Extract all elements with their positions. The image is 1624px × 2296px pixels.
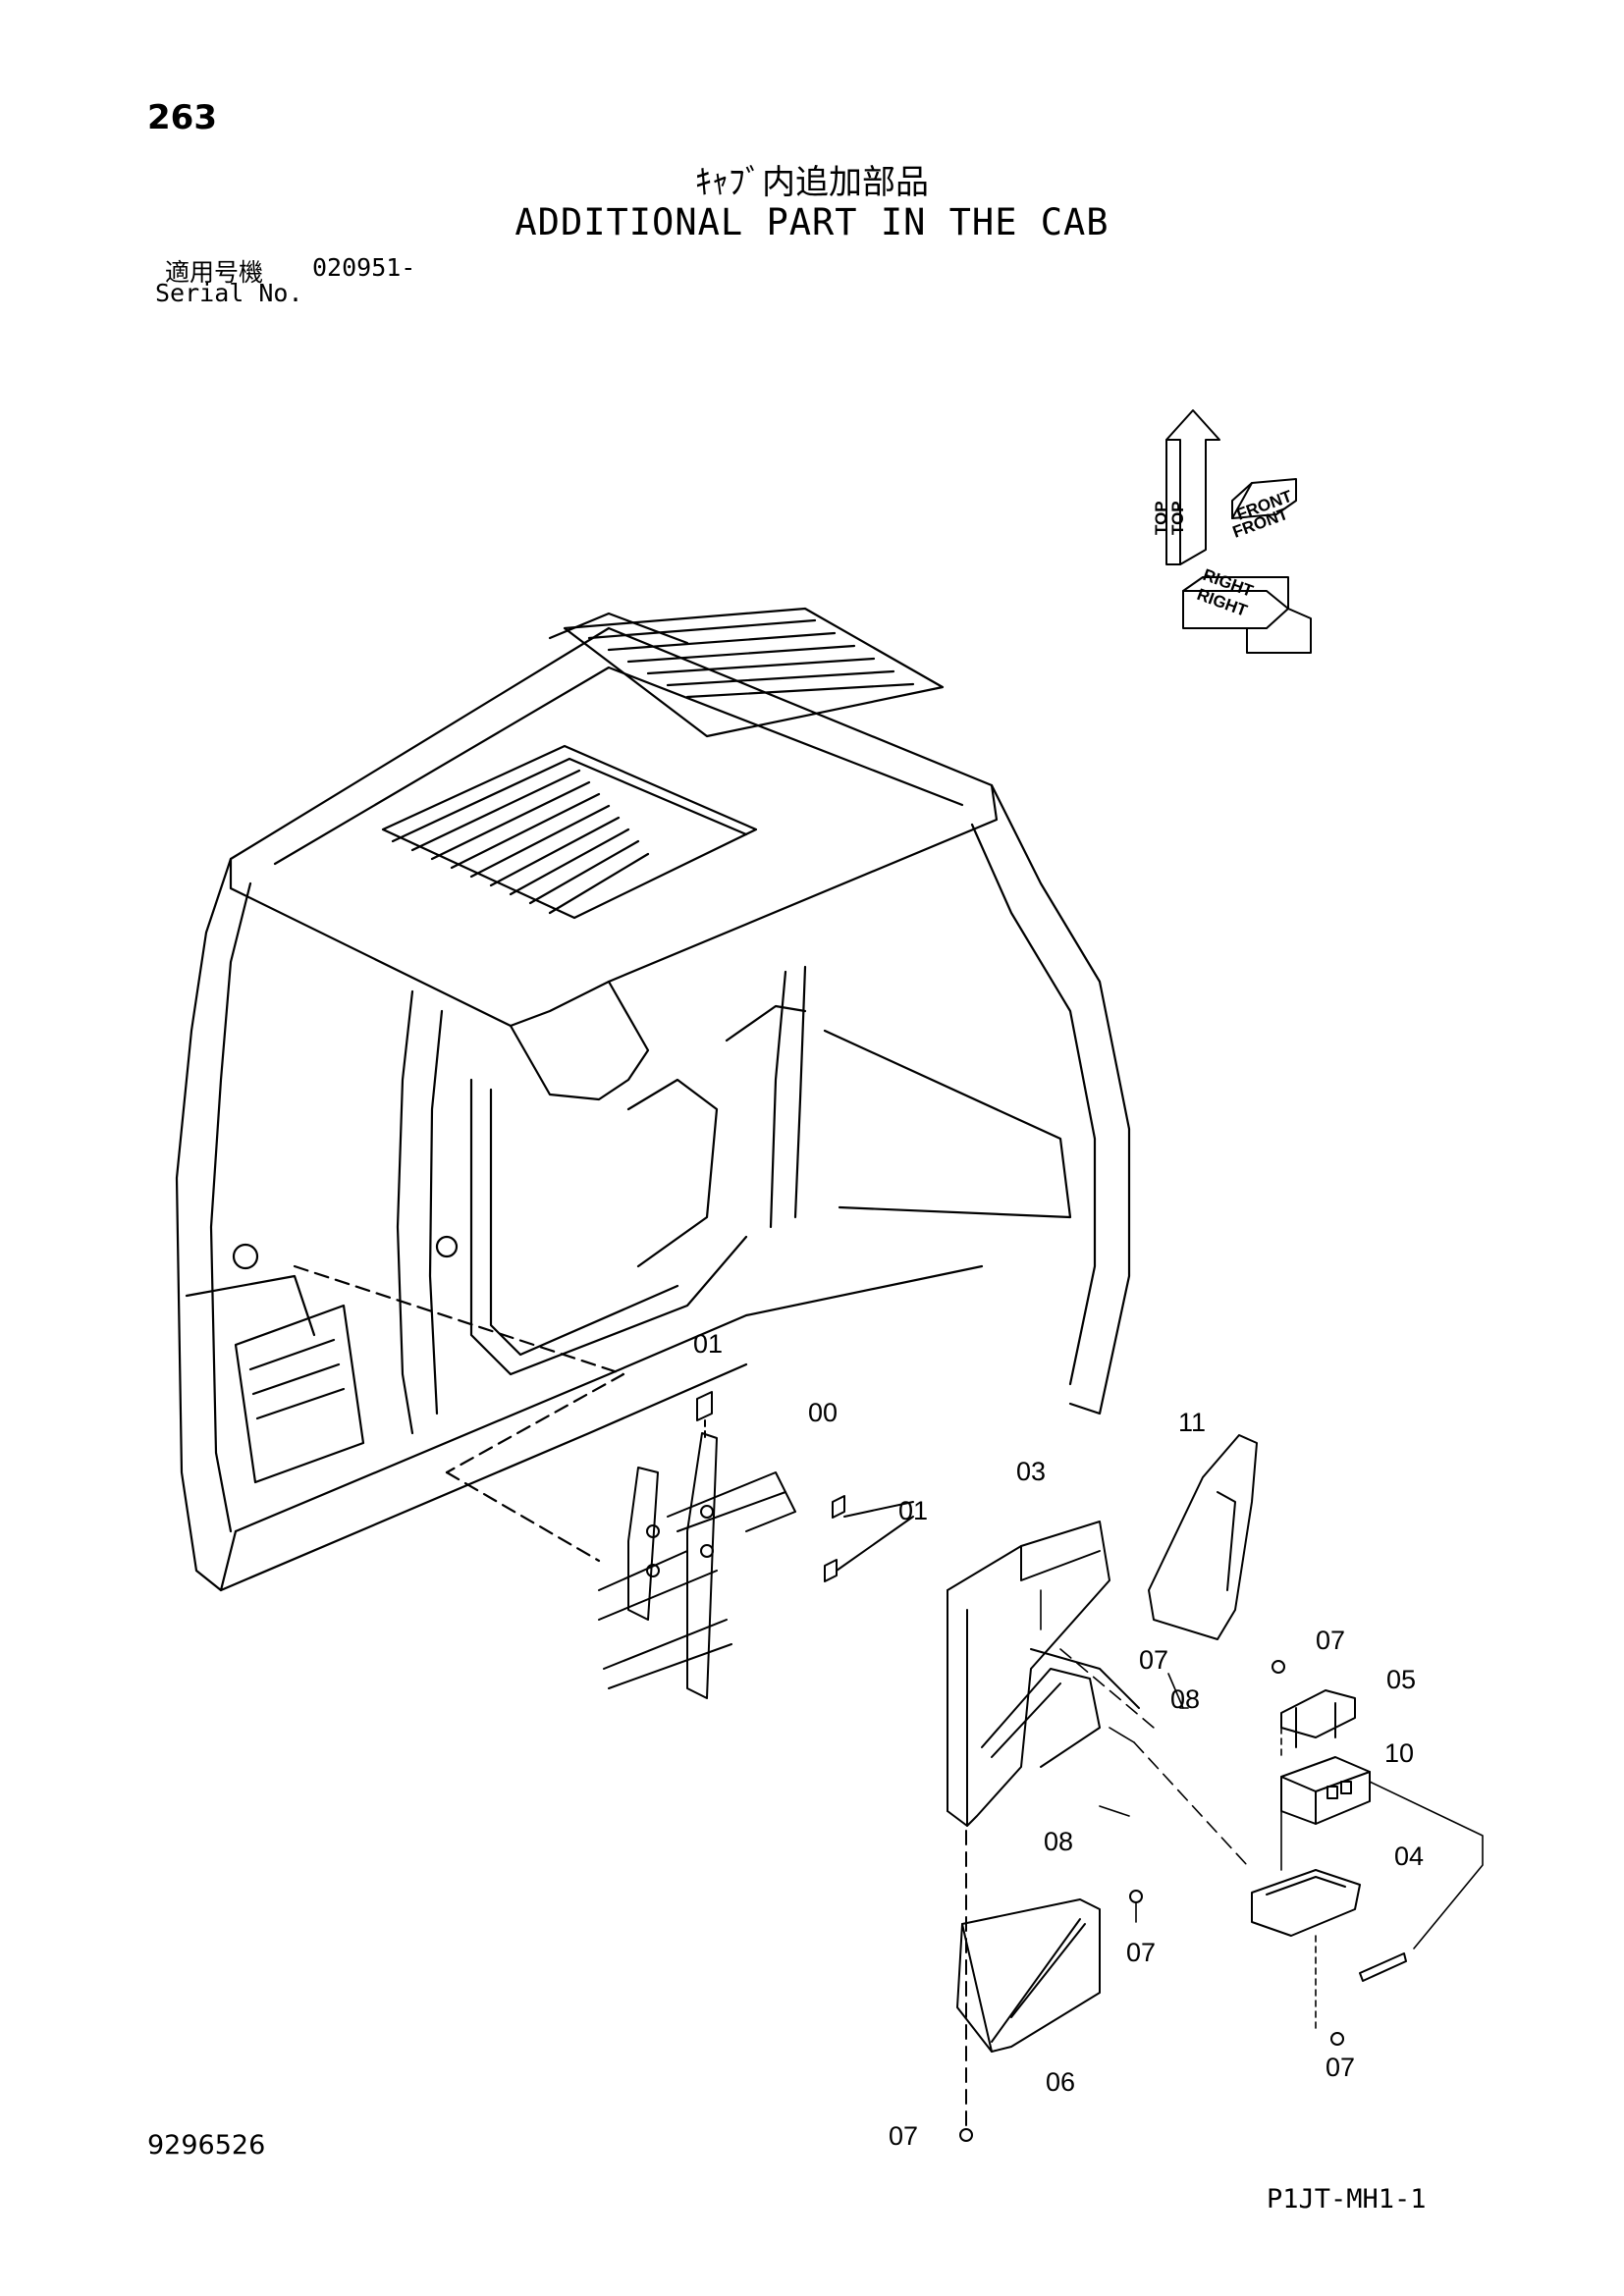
part-callout: 07 <box>1126 1938 1156 1967</box>
sheet-code: P1JT-MH1-1 <box>1267 2184 1427 2215</box>
orientation-labels: TOP TOP FRONT FRONT RIGHT RIGHT <box>1152 487 1295 620</box>
part-callout: 04 <box>1394 1842 1424 1871</box>
serial-label-japanese: 適用号機 <box>165 258 264 287</box>
part-callout: 06 <box>1046 2067 1075 2097</box>
bracket-assembly <box>598 1391 914 1699</box>
part-callout: 07 <box>1139 1645 1168 1675</box>
part-callout: 01 <box>693 1329 723 1359</box>
serial-number-value: 020951- <box>312 253 416 282</box>
part-callout: 08 <box>1044 1827 1073 1856</box>
mounting-bracket <box>1272 1660 1356 1748</box>
document-number: 9296526 <box>147 2130 266 2161</box>
serial-label: Serial No. <box>155 279 303 307</box>
mounting-plate <box>1251 1869 1407 2046</box>
part-callout: 08 <box>1170 1684 1200 1714</box>
part-callout: 07 <box>889 2121 918 2151</box>
part-callout: 05 <box>1386 1665 1416 1694</box>
support-bracket <box>956 1830 1143 2142</box>
part-callout: 11 <box>1178 1408 1206 1437</box>
page-number: 263 <box>147 98 217 137</box>
leader-lines <box>1040 1589 1484 2033</box>
orientation-top-label: TOP <box>1152 501 1170 535</box>
page-title-japanese: ｷｬﾌﾞ内追加部品 <box>695 163 929 202</box>
cover-part <box>1148 1434 1258 1640</box>
orientation-top-label: TOP <box>1168 501 1187 535</box>
orientation-indicator <box>1165 409 1312 654</box>
part-callout: 03 <box>1016 1457 1046 1486</box>
cab-frame <box>175 607 1131 1592</box>
page-title: ADDITIONAL PART IN THE CAB <box>514 201 1110 243</box>
control-unit <box>1280 1756 1371 1825</box>
part-callout: 01 <box>898 1496 928 1525</box>
holder-part <box>947 1521 1140 1827</box>
part-callout: 07 <box>1326 2053 1355 2082</box>
part-callouts: 01 00 01 03 11 07 07 08 05 10 08 04 07 0… <box>693 1329 1424 2151</box>
part-callout: 00 <box>808 1398 838 1427</box>
part-callout: 10 <box>1384 1738 1414 1768</box>
part-callout: 07 <box>1316 1626 1345 1655</box>
